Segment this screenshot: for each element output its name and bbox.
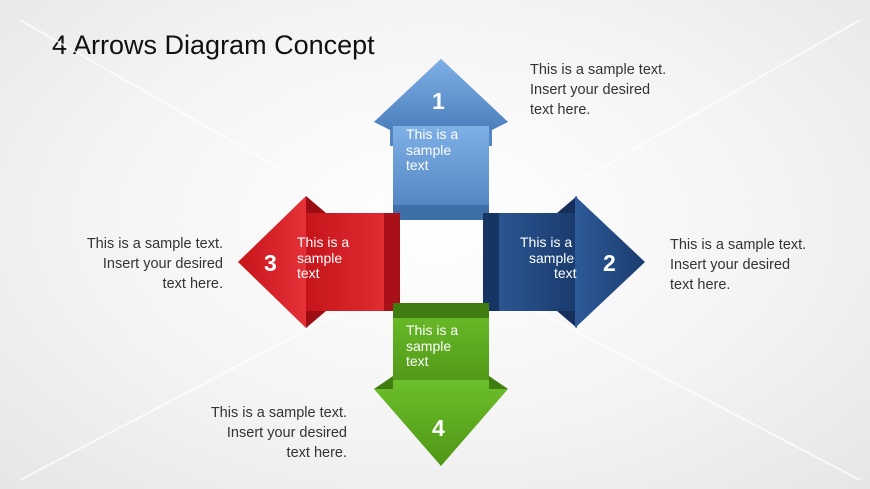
arrow-3-left [238, 196, 400, 328]
arrow-4-description: This is a sample text.Insert your desire… [210, 405, 347, 461]
arrow-2-description: This is a sample text.Insert your desire… [670, 237, 807, 293]
arrow-1-up [374, 59, 508, 220]
arrow-4-number: 4 [432, 415, 445, 441]
arrow-2-right [483, 196, 645, 328]
arrow-3-number: 3 [264, 250, 277, 276]
arrow-3-description: This is a sample text.Insert your desire… [86, 236, 223, 292]
arrow-2-number: 2 [603, 250, 616, 276]
arrow-1-description: This is a sample text.Insert your desire… [530, 62, 667, 118]
arrow-1-number: 1 [432, 88, 445, 114]
slide-title: 4 Arrows Diagram Concept [52, 30, 375, 60]
arrow-4-down [374, 303, 508, 466]
